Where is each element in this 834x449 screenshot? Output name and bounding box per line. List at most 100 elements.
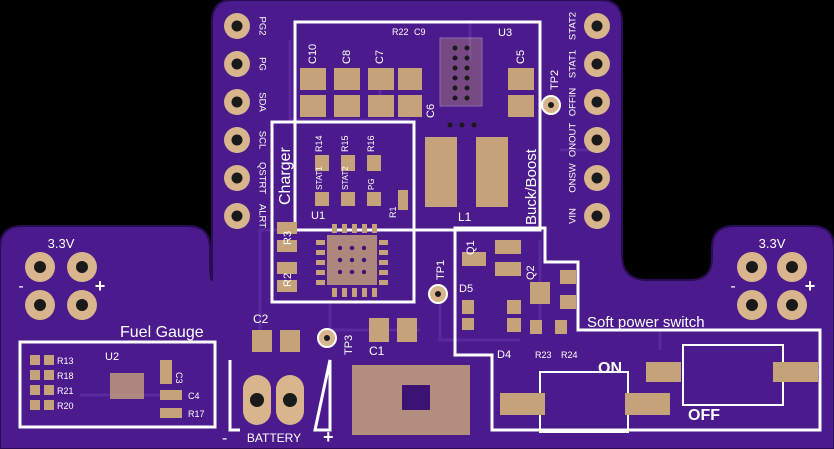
- header-label: SCL: [256, 131, 267, 149]
- battery-box: [228, 359, 332, 432]
- pad-bl[interactable]: [25, 290, 55, 320]
- r13-label: R13: [57, 356, 74, 366]
- plus-left: +: [95, 276, 106, 296]
- r23-label: R23: [535, 350, 552, 360]
- battery-components: [243, 318, 470, 435]
- c5-label: C5: [515, 50, 527, 64]
- buckboost-box: [293, 20, 542, 232]
- v-right-label: 3.3V: [759, 236, 786, 251]
- header-label: PG: [256, 57, 267, 71]
- header-pin-qstrt[interactable]: [224, 165, 250, 191]
- minus-left: -: [18, 278, 23, 295]
- label-battery: BATTERY: [247, 431, 301, 445]
- label-on: ON: [598, 360, 622, 377]
- u3-label: U3: [498, 27, 512, 39]
- battery-minus: -: [222, 430, 227, 447]
- header-label: PG2: [256, 16, 267, 35]
- c1-label: C1: [369, 344, 385, 358]
- charger-box: [270, 120, 416, 304]
- c6-label: C6: [425, 104, 437, 118]
- v-left-label: 3.3V: [48, 236, 75, 251]
- label-off: OFF: [688, 407, 720, 424]
- stat2-label: STAT2: [341, 166, 350, 190]
- header-label: QSTRT: [256, 162, 267, 194]
- silk-labels: Charger Buck/Boost Fuel Gauge Soft power…: [57, 27, 720, 447]
- header-pin-offin[interactable]: [584, 89, 610, 115]
- pad-rtl[interactable]: [737, 252, 767, 282]
- header-label: STAT1: [568, 50, 579, 78]
- label-charger: Charger: [277, 147, 294, 205]
- battery-connector[interactable]: [243, 375, 304, 425]
- l1-label: L1: [458, 210, 472, 224]
- r1-label: R1: [388, 206, 398, 218]
- u3-pins: [447, 45, 477, 128]
- header-pin-alrt[interactable]: [224, 203, 250, 229]
- r15-label: R15: [340, 135, 350, 152]
- header-label: ONOUT: [568, 123, 579, 158]
- pad-rbr[interactable]: [777, 290, 807, 320]
- power-pads-left: 3.3V - +: [18, 236, 105, 320]
- u1-label: U1: [311, 210, 325, 222]
- header-pin-vin[interactable]: [584, 203, 610, 229]
- buckboost-components: [300, 37, 534, 207]
- silk-boxes: [18, 20, 822, 433]
- r3-label: R3: [282, 231, 294, 245]
- q1-label: Q1: [465, 240, 477, 255]
- r16-label: R16: [366, 135, 376, 152]
- label-buckboost: Buck/Boost: [523, 148, 540, 225]
- tp2-label: TP2: [549, 70, 561, 90]
- c3-label: C3: [174, 372, 184, 384]
- d4-label: D4: [497, 349, 511, 361]
- tp1-label: TP1: [435, 260, 447, 280]
- c2-label: C2: [253, 312, 269, 326]
- c8-label: C8: [341, 50, 353, 64]
- c4-label: C4: [188, 391, 200, 401]
- d5-label: D5: [459, 283, 473, 295]
- tp3-label: TP3: [343, 335, 355, 355]
- header-pin-sda[interactable]: [224, 89, 250, 115]
- r2-label: R2: [282, 273, 294, 287]
- label-softswitch: Soft power switch: [587, 314, 705, 331]
- header-label: STAT2: [568, 12, 579, 40]
- softswitch-box: [453, 226, 822, 432]
- c10-label: C10: [307, 44, 319, 64]
- fuelgauge-components: [30, 355, 182, 418]
- header-label: VIN: [568, 208, 579, 224]
- header-pin-onout[interactable]: [584, 127, 610, 153]
- pad-tr[interactable]: [67, 252, 97, 282]
- fuelgauge-box: [18, 340, 217, 429]
- header-pin-pg[interactable]: [224, 51, 250, 77]
- header-label: SDA: [256, 92, 267, 112]
- header-pin-stat2[interactable]: [584, 13, 610, 39]
- r21-label: R21: [57, 386, 74, 396]
- header-pin-pg2[interactable]: [224, 13, 250, 39]
- pad-br[interactable]: [67, 290, 97, 320]
- q2-label: Q2: [525, 265, 537, 280]
- c9-label: C9: [414, 27, 426, 37]
- u2-label: U2: [105, 351, 119, 363]
- softswitch-components: [462, 240, 818, 415]
- header-pin-onsw[interactable]: [584, 165, 610, 191]
- pad-rbl[interactable]: [737, 290, 767, 320]
- stat1-label: STAT1: [315, 166, 324, 190]
- pad-tl[interactable]: [25, 252, 55, 282]
- header-label: OFFIN: [568, 88, 579, 117]
- power-pads-right: 3.3V - +: [730, 236, 815, 320]
- r14-label: R14: [314, 135, 324, 152]
- r20-label: R20: [57, 401, 74, 411]
- c7-label: C7: [374, 50, 386, 64]
- pad-rtr[interactable]: [777, 252, 807, 282]
- header-pin-stat1[interactable]: [584, 51, 610, 77]
- plus-right: +: [805, 276, 816, 296]
- u1-pins: [316, 224, 388, 297]
- minus-right: -: [730, 278, 735, 295]
- header-pin-scl[interactable]: [224, 127, 250, 153]
- r18-label: R18: [57, 371, 74, 381]
- r22-label: R22: [392, 27, 409, 37]
- battery-plus: +: [323, 427, 334, 447]
- label-fuelgauge: Fuel Gauge: [120, 324, 204, 341]
